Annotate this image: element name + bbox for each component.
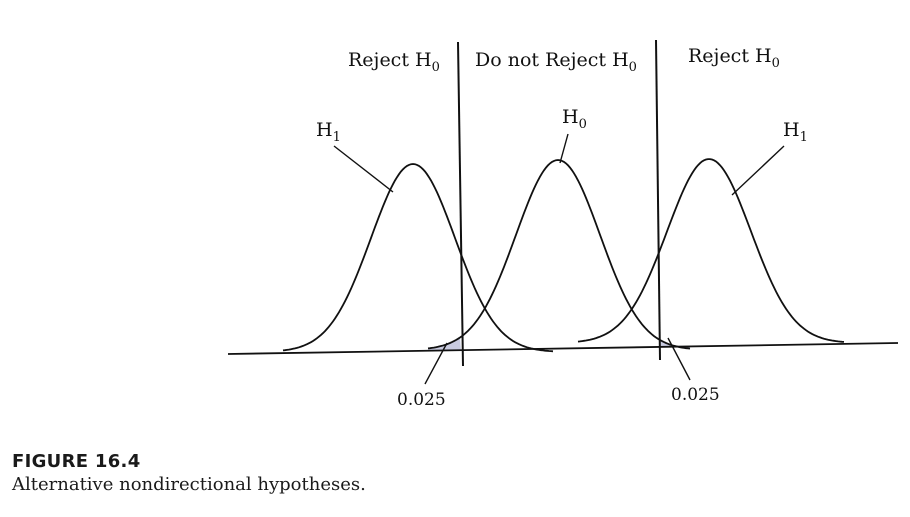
h0-curve bbox=[427, 159, 691, 350]
h1-left-label: H1 bbox=[316, 119, 341, 145]
right-tail-label: 0.025 bbox=[671, 385, 720, 405]
left-critical-line bbox=[457, 41, 464, 367]
h0-label: H0 bbox=[562, 106, 587, 132]
figure-caption: FIGURE 16.4 Alternative nondirectional h… bbox=[12, 451, 366, 495]
figure-number: FIGURE 16.4 bbox=[12, 451, 141, 472]
h1-right-label: H1 bbox=[783, 119, 808, 145]
right-tail-leader bbox=[667, 337, 691, 381]
region-label-right-reject: Reject H0 bbox=[688, 45, 780, 71]
left-tail-label: 0.025 bbox=[397, 390, 446, 410]
x-axis bbox=[227, 342, 899, 355]
h1-right-curve bbox=[577, 158, 845, 343]
figure-caption-text: Alternative nondirectional hypotheses. bbox=[12, 474, 366, 495]
region-label-do-not-reject: Do not Reject H0 bbox=[475, 49, 637, 75]
region-label-left-reject: Reject H0 bbox=[348, 49, 440, 75]
h1-right-leader bbox=[731, 145, 785, 196]
h1-left-leader bbox=[333, 145, 394, 193]
h1-left-curve bbox=[282, 163, 554, 353]
left-tail-leader bbox=[424, 342, 448, 385]
h0-leader bbox=[559, 133, 569, 164]
right-critical-line bbox=[655, 39, 661, 361]
